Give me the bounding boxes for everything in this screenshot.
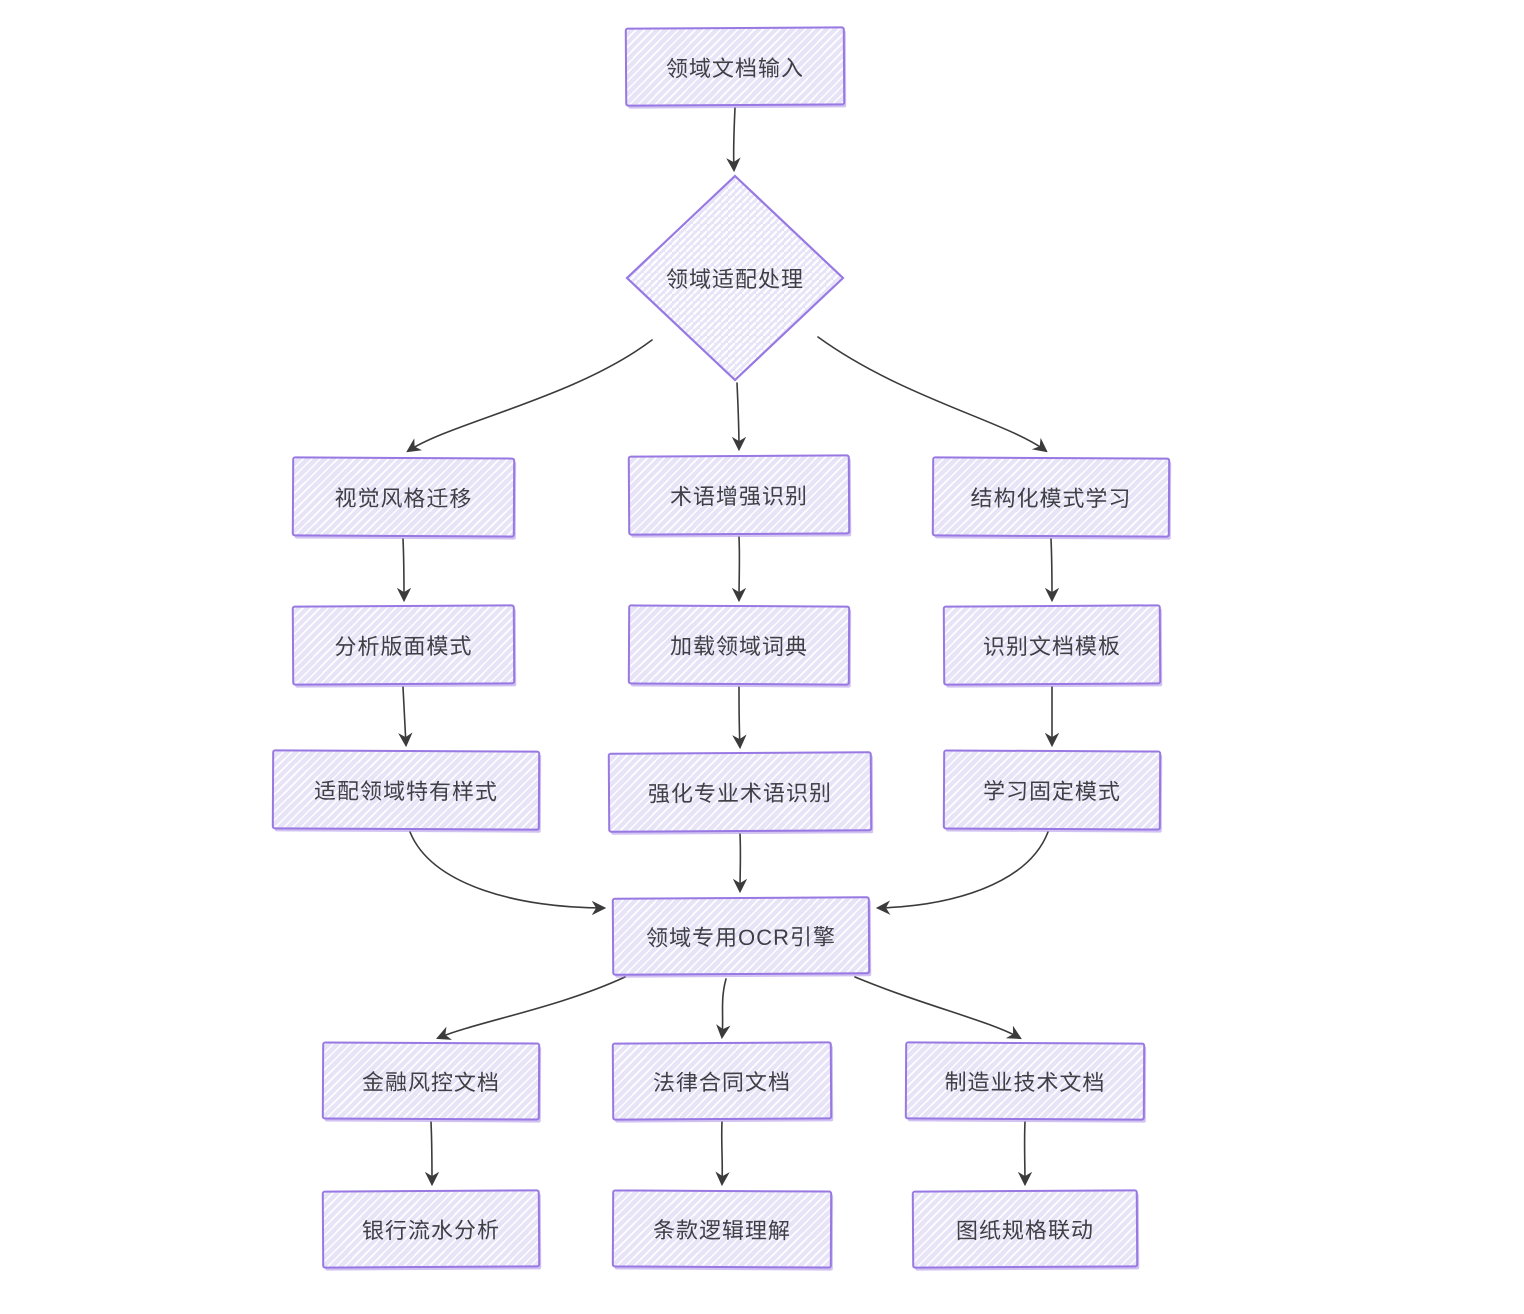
edge-style-to-ocr (409, 831, 607, 916)
node-clause-logic-understanding: 条款逻辑理解 (611, 1189, 833, 1269)
node-visual-style-transfer: 视觉风格迁移 (291, 456, 516, 538)
edge-ocr-to-finance (436, 976, 626, 1040)
node-identify-document-templates: 识别文档模板 (942, 604, 1162, 686)
node-learn-fixed-patterns: 学习固定模式 (942, 749, 1162, 831)
node-domain-document-input: 领域文档输入 (624, 26, 846, 107)
node-analyze-layout-patterns: 分析版面模式 (291, 604, 516, 686)
edge-finance-to-bank (424, 1121, 440, 1187)
node-structured-pattern-learning: 结构化模式学习 (931, 456, 1171, 538)
edge-adapt-to-visual (406, 339, 653, 453)
edge-struct-to-template (1044, 538, 1060, 603)
node-terminology-enhanced-recognition: 术语增强识别 (627, 454, 851, 536)
node-domain-adaptation-label: 领域适配处理 (665, 267, 804, 292)
edge-adapt-to-struct (817, 336, 1048, 453)
edge-dict-to-term2 (732, 686, 747, 750)
edge-layout-to-style (398, 686, 413, 748)
node-bank-statement-analysis: 银行流水分析 (321, 1189, 541, 1269)
node-financial-risk-control-documents: 金融风控文档 (321, 1041, 541, 1121)
node-drawing-spec-linkage: 图纸规格联动 (911, 1189, 1139, 1269)
edge-fixed-to-ocr (875, 831, 1049, 915)
node-strengthen-professional-term-recognition: 强化专业术语识别 (607, 751, 873, 833)
node-manufacturing-technical-documents: 制造业技术文档 (904, 1041, 1146, 1121)
edge-input-to-adapt (726, 107, 741, 173)
node-load-domain-dictionary: 加载领域词典 (627, 604, 851, 686)
node-legal-contract-documents: 法律合同文档 (611, 1041, 833, 1121)
edge-ocr-to-legal (716, 978, 731, 1040)
edge-adapt-to-term (731, 382, 747, 452)
edge-legal-to-clause (715, 1121, 730, 1187)
node-domain-specific-ocr-engine: 领域专用OCR引擎 (611, 896, 871, 976)
edge-ocr-to-mfg (854, 976, 1022, 1040)
edge-visual-to-layout (396, 538, 412, 603)
node-adapt-domain-specific-styles: 适配领域特有样式 (271, 749, 541, 831)
node-domain-adaptation-diamond (625, 174, 845, 382)
